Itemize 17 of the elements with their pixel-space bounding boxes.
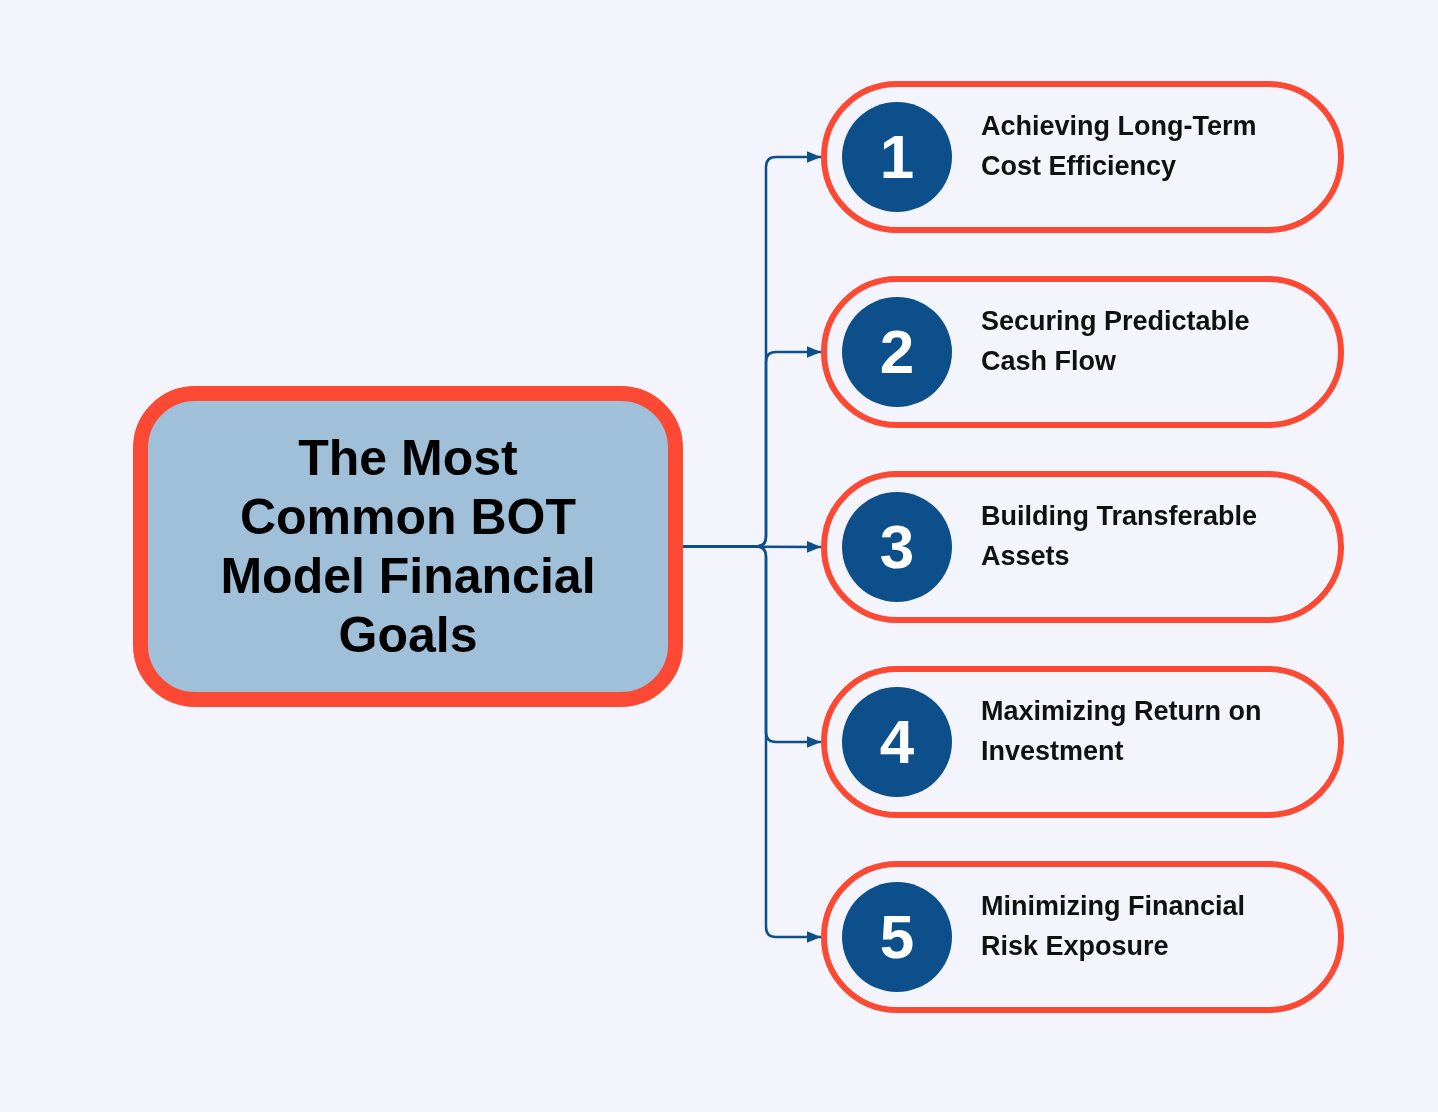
step-number: 1 [879, 126, 915, 188]
number-circle [842, 297, 952, 407]
step-number: 3 [879, 516, 915, 578]
goal-text: Maximizing Return on Investment [981, 695, 1263, 768]
goal-text: Building Transferable Assets [981, 500, 1259, 573]
topic-heading: The Most Common BOT Model Financial Goals [219, 428, 597, 665]
step-number: 5 [879, 906, 915, 968]
number-circle [842, 102, 952, 212]
step-number: 4 [879, 711, 915, 773]
goal-text: Securing Predictable Cash Flow [981, 305, 1251, 378]
number-circle [842, 492, 952, 602]
goal-text: Achieving Long-Term Cost Efficiency [981, 110, 1258, 183]
topic-box [133, 386, 683, 707]
number-circle [842, 687, 952, 797]
number-circle [842, 882, 952, 992]
step-number: 2 [879, 321, 915, 383]
goal-text: Minimizing Financial Risk Exposure [981, 890, 1246, 963]
